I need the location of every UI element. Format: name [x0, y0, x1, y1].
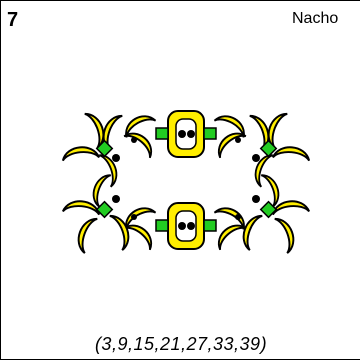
ball-socket-icon	[167, 110, 205, 158]
sequence-label: (3,9,15,21,27,33,39)	[94, 334, 268, 354]
bottom-chain	[61, 170, 311, 255]
banana-link-icon	[271, 144, 312, 162]
banana-link-icon	[213, 109, 251, 139]
card-name: Nacho	[292, 10, 339, 27]
joint-node-icon	[259, 139, 278, 158]
banana-link-icon	[60, 144, 101, 162]
joint-node-icon	[155, 219, 169, 232]
joint-node-icon	[259, 200, 278, 219]
banana-link-icon	[119, 109, 157, 139]
banana-link-icon	[260, 170, 284, 208]
joint-node-icon	[203, 219, 217, 232]
joint-node-icon	[155, 127, 169, 140]
joint-node-icon	[203, 127, 217, 140]
card-number: 7	[7, 9, 19, 31]
banana-link-icon	[72, 213, 99, 255]
top-chain	[60, 108, 312, 188]
banana-link-icon	[88, 170, 112, 208]
joint-node-icon	[95, 139, 114, 158]
banana-link-icon	[273, 213, 300, 255]
banana-link-icon	[213, 201, 251, 231]
joint-node-icon	[95, 200, 114, 219]
ball-socket-icon	[167, 202, 205, 250]
